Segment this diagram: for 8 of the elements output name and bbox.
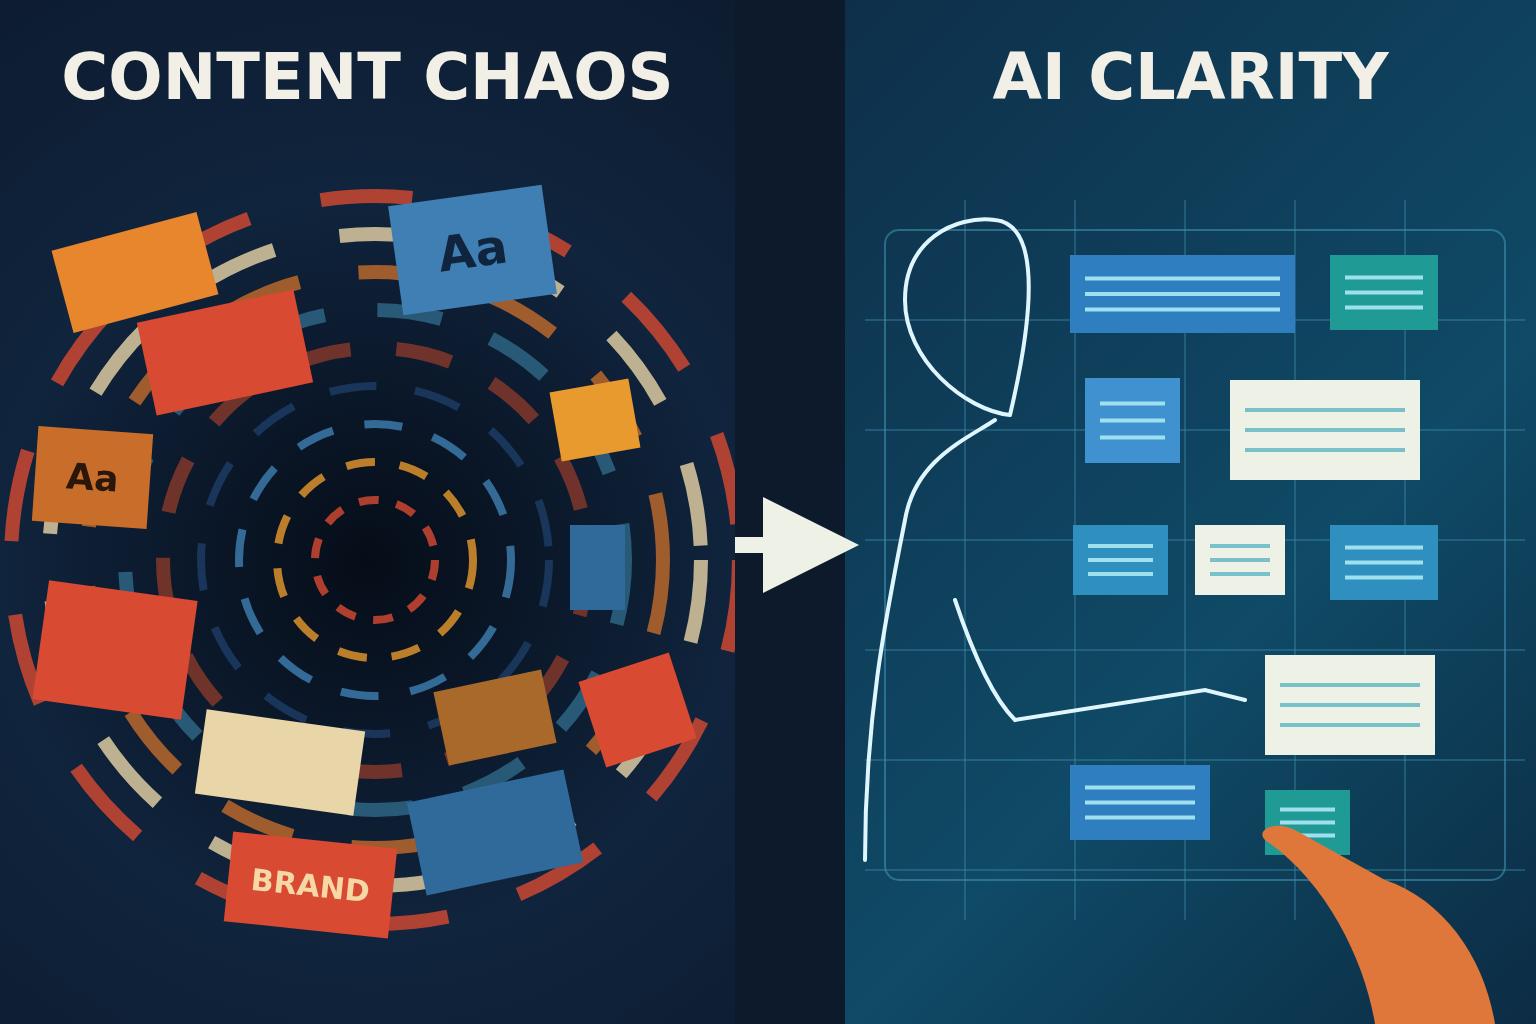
content-card: Aa [31, 426, 154, 529]
content-card: Aa [388, 184, 557, 316]
content-card: BRAND [223, 831, 398, 939]
clarity-panel [845, 0, 1536, 1024]
chaos-panel [0, 0, 735, 1024]
panel-heading: CONTENT CHAOS [60, 40, 675, 114]
arrow [735, 497, 859, 593]
panel-heading: AI CLARITY [991, 40, 1390, 114]
